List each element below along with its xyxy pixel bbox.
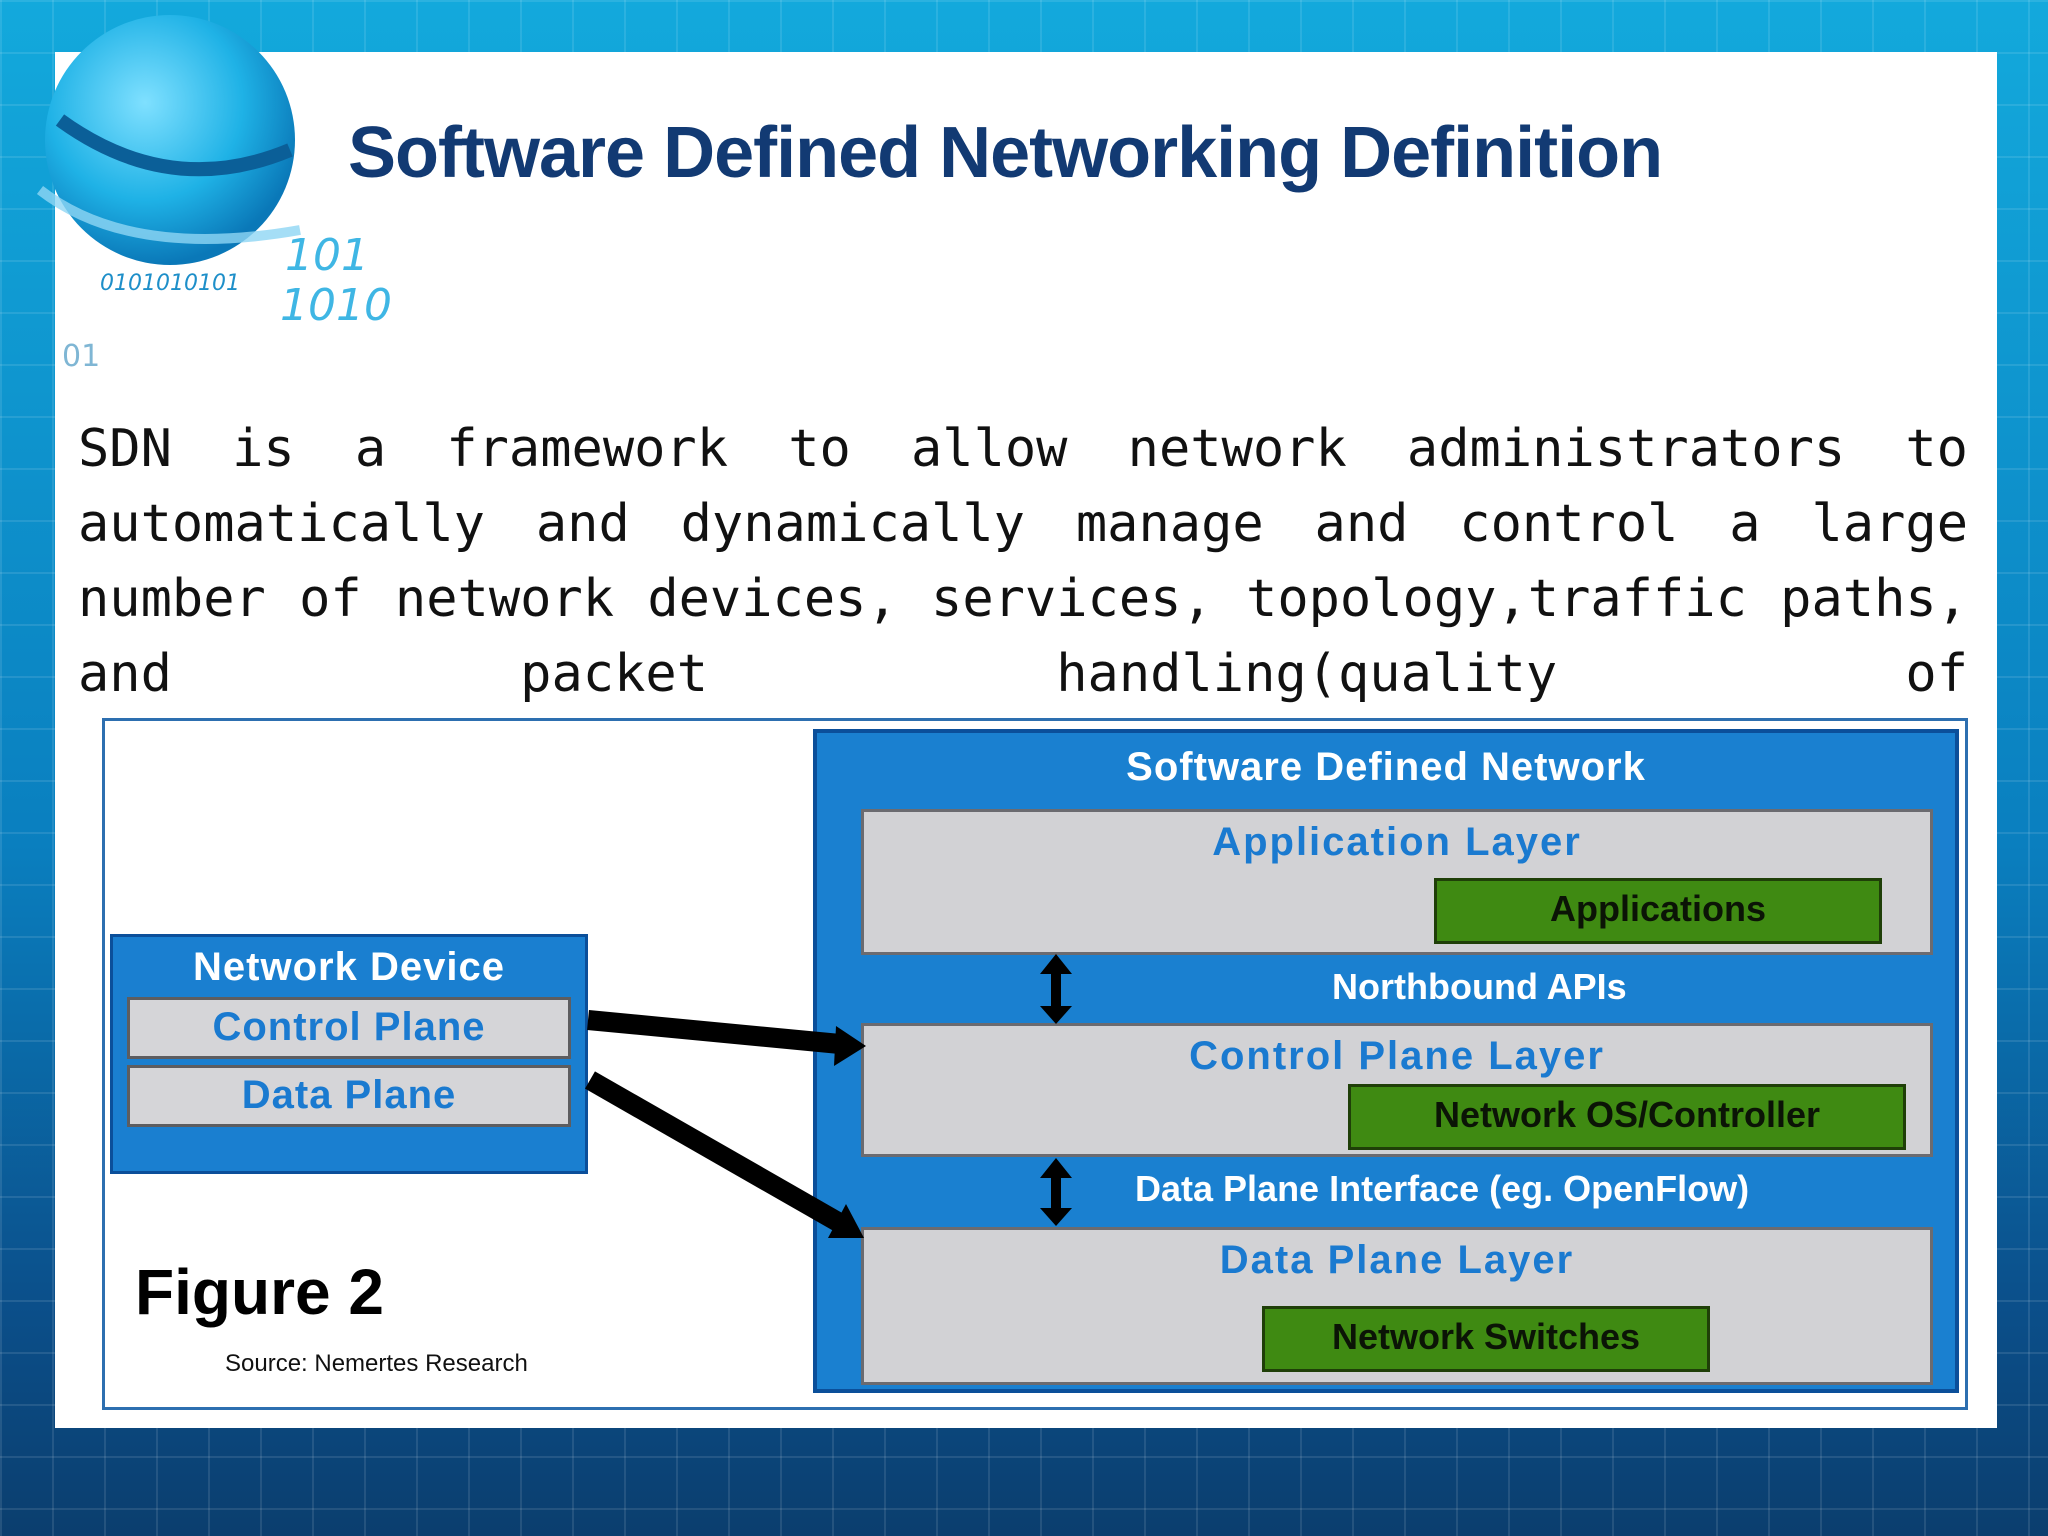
globe-digits-4: 01 — [62, 339, 100, 374]
body-paragraph: SDN is a framework to allow network admi… — [78, 419, 1968, 704]
northbound-apis-label: Northbound APIs — [1332, 966, 1627, 1007]
data-plane-arrow-shaft — [585, 1071, 843, 1231]
control-plane-arrow-head — [834, 1026, 866, 1066]
globe-digits-3: 1010 — [280, 280, 392, 331]
network-os-controller-box: Network OS/Controller — [1348, 1084, 1906, 1150]
control-plane-arrow-shaft — [587, 1010, 841, 1054]
application-layer: Application Layer Applications — [861, 809, 1933, 955]
data-plane-layer-title: Data Plane Layer — [1219, 1238, 1575, 1282]
globe-digits-2: 0101010101 — [100, 271, 240, 296]
globe-logo-icon: 101 0101010101 1010 01 — [36, 15, 392, 374]
application-layer-title: Application Layer — [1212, 820, 1582, 864]
network-switches-box: Network Switches — [1262, 1306, 1710, 1372]
network-device-box: Network Device Control Plane Data Plane — [110, 934, 588, 1174]
data-plane-layer: Data Plane Layer Network Switches — [861, 1227, 1933, 1385]
network-device-title: Network Device — [193, 945, 505, 989]
globe-digits-1: 101 — [285, 230, 369, 281]
data-plane-row: Data Plane — [127, 1065, 571, 1127]
globe-sphere — [45, 15, 295, 265]
control-plane-row: Control Plane — [127, 997, 571, 1059]
southbound-double-arrow-icon — [1040, 1158, 1072, 1226]
applications-box: Applications — [1434, 878, 1882, 944]
slide-title: Software Defined Networking Definition — [348, 113, 1663, 193]
data-plane-interface-label: Data Plane Interface (eg. OpenFlow) — [1135, 1168, 1750, 1209]
northbound-double-arrow-icon — [1040, 954, 1072, 1024]
figure-label: Figure 2 — [135, 1256, 384, 1328]
figure-source: Source: Nemertes Research — [225, 1350, 528, 1377]
control-plane-layer-title: Control Plane Layer — [1189, 1034, 1605, 1078]
control-plane-layer: Control Plane Layer Network OS/Controlle… — [861, 1023, 1933, 1157]
sdn-title: Software Defined Network — [1126, 745, 1646, 789]
data-plane-arrow-head — [828, 1204, 864, 1238]
sdn-box: Software Defined Network Application Lay… — [813, 729, 1959, 1393]
